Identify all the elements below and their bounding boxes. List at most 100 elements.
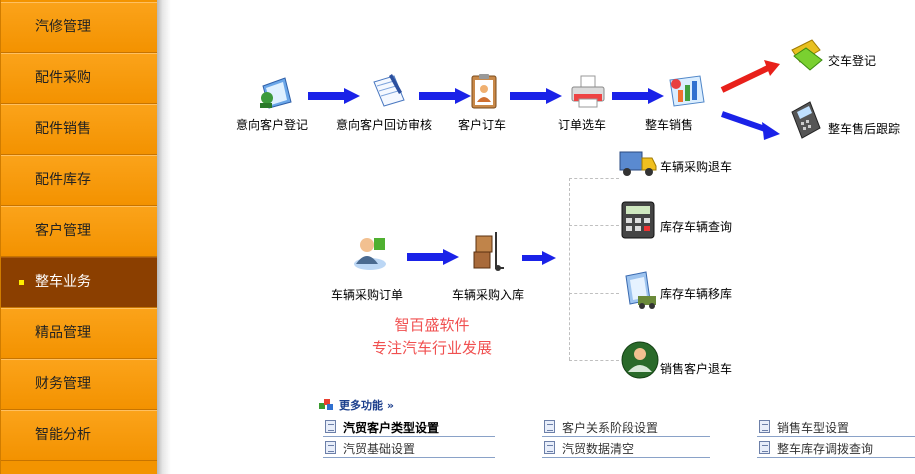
node-label: 库存车辆查询 <box>660 220 733 234</box>
node-label: 客户订车 <box>458 118 507 132</box>
link-inventory-transfer-query[interactable]: 整车库存调拨查询 <box>757 440 873 457</box>
node-customer-order[interactable] <box>466 72 502 112</box>
sidebar-item-label: 智能分析 <box>35 427 91 443</box>
node-label: 意向客户回访审核 <box>336 118 433 132</box>
more-functions-title: 更多功能 » <box>339 397 394 413</box>
link-customer-relation-stage[interactable]: 客户关系阶段设置 <box>542 419 658 436</box>
sidebar: 汽修管理 配件采购 配件销售 配件库存 客户管理 整车业务 精品管理 财务管理 … <box>0 0 158 474</box>
link-sales-model-settings[interactable]: 销售车型设置 <box>757 419 849 436</box>
document-icon <box>759 420 770 433</box>
calculator-icon <box>621 201 655 239</box>
person-money-icon <box>354 238 386 270</box>
sidebar-item-finance[interactable]: 财务管理 <box>1 359 158 410</box>
link-data-clear[interactable]: 汽贸数据清空 <box>542 440 634 457</box>
node-label: 意向客户登记 <box>236 118 309 132</box>
branch-connector <box>569 360 619 361</box>
link-label: 汽贸客户类型设置 <box>343 421 440 435</box>
arrow-right-icon <box>522 251 556 265</box>
node-delivery-register[interactable] <box>786 34 826 74</box>
arrow-right-icon <box>308 88 360 104</box>
divider <box>542 457 710 458</box>
node-label: 订单选车 <box>558 118 607 132</box>
sidebar-item-repair[interactable]: 汽修管理 <box>1 2 158 53</box>
link-label: 销售车型设置 <box>777 421 850 435</box>
arrow-right-icon <box>612 88 664 104</box>
document-icon <box>544 420 555 433</box>
node-sales-customer-return[interactable] <box>620 340 660 380</box>
sidebar-item-boutique[interactable]: 精品管理 <box>1 308 158 359</box>
blocks-icon <box>319 399 333 410</box>
arrow-right-icon <box>510 88 562 104</box>
node-label: 车辆采购订单 <box>331 288 404 302</box>
node-vehicle-purchase-order[interactable] <box>352 232 388 272</box>
node-purchase-return[interactable] <box>618 144 658 180</box>
node-label: 整车售后跟踪 <box>828 122 901 136</box>
sidebar-shadow <box>157 0 171 474</box>
node-label: 车辆采购入库 <box>452 288 525 302</box>
sidebar-item-analytics[interactable]: 智能分析 <box>1 410 158 461</box>
sidebar-item-vehicle-business[interactable]: 整车业务 <box>1 257 158 308</box>
node-vehicle-purchase-inbound[interactable] <box>468 230 508 272</box>
truck-return-icon <box>619 151 657 176</box>
document-icon <box>325 420 336 433</box>
sidebar-item-label: 配件库存 <box>35 172 91 188</box>
arrow-down-right-icon <box>721 111 780 140</box>
sidebar-item-label: 配件销售 <box>35 121 91 137</box>
more-functions-label: 更多功能 <box>339 399 383 412</box>
truck-move-icon <box>625 271 656 309</box>
branch-connector <box>569 178 570 360</box>
node-vehicle-sales[interactable] <box>664 72 708 112</box>
keys-icon <box>791 39 823 71</box>
divider <box>323 436 495 437</box>
sidebar-item-label: 汽修管理 <box>35 19 91 35</box>
sidebar-item-label: 整车业务 <box>35 274 91 290</box>
node-label: 交车登记 <box>828 54 877 68</box>
node-order-select-vehicle[interactable] <box>568 74 608 110</box>
node-label: 车辆采购退车 <box>660 160 733 174</box>
double-chevron-icon: » <box>386 399 394 412</box>
link-customer-type-settings[interactable]: 汽贸客户类型设置 <box>323 419 439 436</box>
notebook-pen-icon <box>373 74 405 107</box>
sales-chart-icon <box>669 75 705 107</box>
node-after-sales-tracking[interactable] <box>788 100 824 142</box>
link-basic-settings[interactable]: 汽贸基础设置 <box>323 440 415 457</box>
pen-folder-icon <box>260 77 292 109</box>
divider <box>323 457 495 458</box>
active-indicator-icon <box>19 280 24 285</box>
link-label: 客户关系阶段设置 <box>562 421 659 435</box>
node-label: 销售客户退车 <box>660 362 733 376</box>
clipboard-person-icon <box>471 74 497 109</box>
customer-return-icon <box>621 341 659 379</box>
slogan-line1: 智百盛软件 <box>394 316 470 334</box>
arrow-right-icon <box>407 249 459 265</box>
divider <box>542 436 710 437</box>
divider <box>757 457 915 458</box>
sidebar-item-parts-sales[interactable]: 配件销售 <box>1 104 158 155</box>
sidebar-item-label: 配件采购 <box>35 70 91 86</box>
node-inventory-transfer[interactable] <box>620 270 660 310</box>
sidebar-item-label: 精品管理 <box>35 325 91 341</box>
sidebar-item-label: 客户管理 <box>35 223 91 239</box>
link-label: 汽贸基础设置 <box>343 442 416 456</box>
link-label: 整车库存调拨查询 <box>777 442 874 456</box>
sidebar-item-parts-purchase[interactable]: 配件采购 <box>1 53 158 104</box>
branch-connector <box>569 225 619 226</box>
arrow-up-right-icon <box>720 60 780 93</box>
sidebar-item-label: 财务管理 <box>35 376 91 392</box>
node-label: 整车销售 <box>645 118 694 132</box>
arrow-right-icon <box>419 88 471 104</box>
document-icon <box>759 441 770 454</box>
slogan-line2: 专注汽车行业发展 <box>371 339 492 357</box>
node-inventory-query[interactable] <box>620 200 656 240</box>
sidebar-item-parts-inventory[interactable]: 配件库存 <box>1 155 158 206</box>
sidebar-item-customers[interactable]: 客户管理 <box>1 206 158 257</box>
branch-connector <box>569 178 619 179</box>
pos-terminal-icon <box>791 101 821 139</box>
divider <box>757 436 915 437</box>
node-intent-followup-review[interactable] <box>368 70 410 112</box>
node-intent-customer-register[interactable] <box>255 72 295 112</box>
branch-connector <box>569 293 619 294</box>
node-label: 库存车辆移库 <box>660 287 733 301</box>
printer-icon <box>571 75 605 108</box>
link-label: 汽贸数据清空 <box>562 442 635 456</box>
